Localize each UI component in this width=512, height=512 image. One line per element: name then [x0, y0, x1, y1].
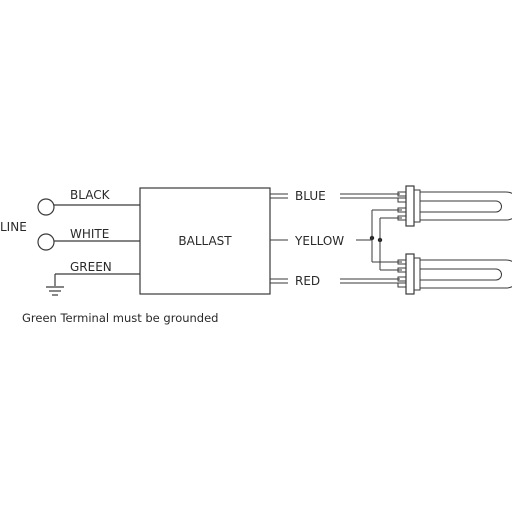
white-terminal — [37, 233, 55, 251]
white-wire-label: WHITE — [70, 227, 109, 241]
black-wire-label: BLACK — [70, 188, 111, 202]
blue-stub — [270, 193, 288, 199]
blue-wires — [340, 193, 400, 199]
green-wire-label: GREEN — [70, 260, 112, 274]
top-lamp — [397, 185, 512, 227]
yellow-wires — [356, 209, 402, 271]
black-terminal — [37, 198, 55, 216]
ballast-label: BALLAST — [178, 234, 232, 248]
green-wire — [54, 273, 140, 286]
ground-icon — [46, 286, 64, 296]
red-wire-label: RED — [295, 274, 320, 288]
ballast-box — [139, 187, 271, 295]
yellow-wire-label: YELLOW — [294, 234, 344, 248]
line-label: LINE — [0, 220, 27, 234]
bottom-lamp — [397, 253, 512, 295]
grounding-note: Green Terminal must be grounded — [22, 311, 218, 325]
red-stub — [270, 278, 288, 284]
red-wires — [340, 278, 400, 284]
blue-wire-label: BLUE — [295, 189, 326, 203]
